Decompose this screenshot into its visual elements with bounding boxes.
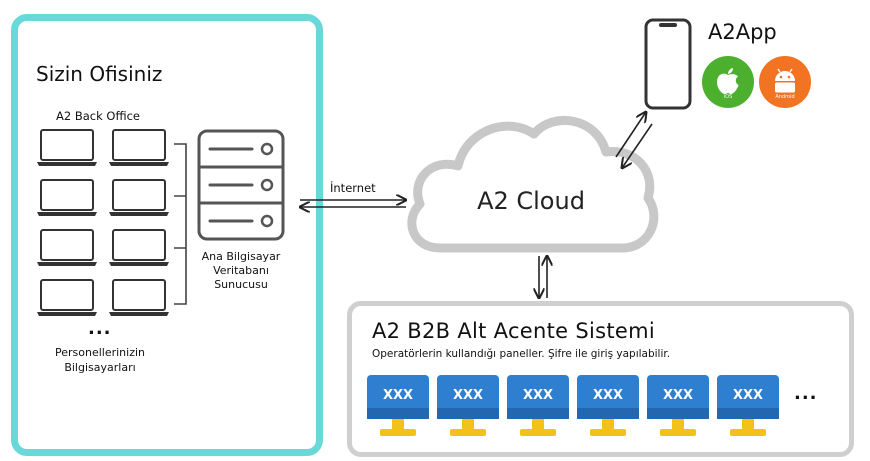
laptop-icon [109, 129, 169, 166]
office-title: Sizin Ofisiniz [36, 62, 163, 86]
b2b-title: A2 B2B Alt Acente Sistemi [372, 319, 656, 343]
server-icon [197, 129, 285, 241]
ios-badge: iOS [702, 56, 754, 108]
laptop-icon [109, 279, 169, 316]
phone-icon [644, 18, 692, 110]
server-label: Ana Bilgisayar Veritabanı Sunucusu [201, 250, 281, 291]
android-label: Android [775, 94, 795, 100]
monitor-icon: XXX [577, 375, 639, 436]
staff-computers-label: Personellerinizin Bilgisayarları [54, 346, 146, 374]
laptop-icon [109, 229, 169, 266]
monitor-screen-text: XXX [453, 388, 483, 403]
monitor-screen-text: XXX [593, 388, 623, 403]
internet-label: İnternet [330, 181, 376, 195]
app-title: A2App [708, 20, 777, 44]
monitor-icon: XXX [367, 375, 429, 436]
laptop-icon [37, 229, 97, 266]
ios-label: iOS [723, 94, 733, 100]
apple-icon [717, 68, 739, 94]
laptops-ellipsis: ... [88, 318, 112, 339]
cloud-label: A2 Cloud [477, 187, 585, 215]
monitor-icon: XXX [437, 375, 499, 436]
laptop-icon [37, 129, 97, 166]
monitor-icon: XXX [507, 375, 569, 436]
laptop-icon [37, 179, 97, 216]
cloud-icon [407, 116, 659, 253]
monitor-icon: XXX [717, 375, 779, 436]
android-icon [775, 68, 795, 93]
laptop-icon [37, 279, 97, 316]
laptop-icon [109, 179, 169, 216]
android-badge: Android [759, 56, 811, 108]
monitor-screen-text: XXX [523, 388, 553, 403]
b2b-subtitle: Operatörlerin kullandığı paneller. Şifre… [372, 348, 671, 360]
monitor-screen-text: XXX [733, 388, 763, 403]
back-office-label: A2 Back Office [56, 109, 140, 123]
monitor-icon: XXX [647, 375, 709, 436]
monitor-screen-text: XXX [383, 388, 413, 403]
b2b-ellipsis: ... [794, 383, 818, 404]
monitor-screen-text: XXX [663, 388, 693, 403]
